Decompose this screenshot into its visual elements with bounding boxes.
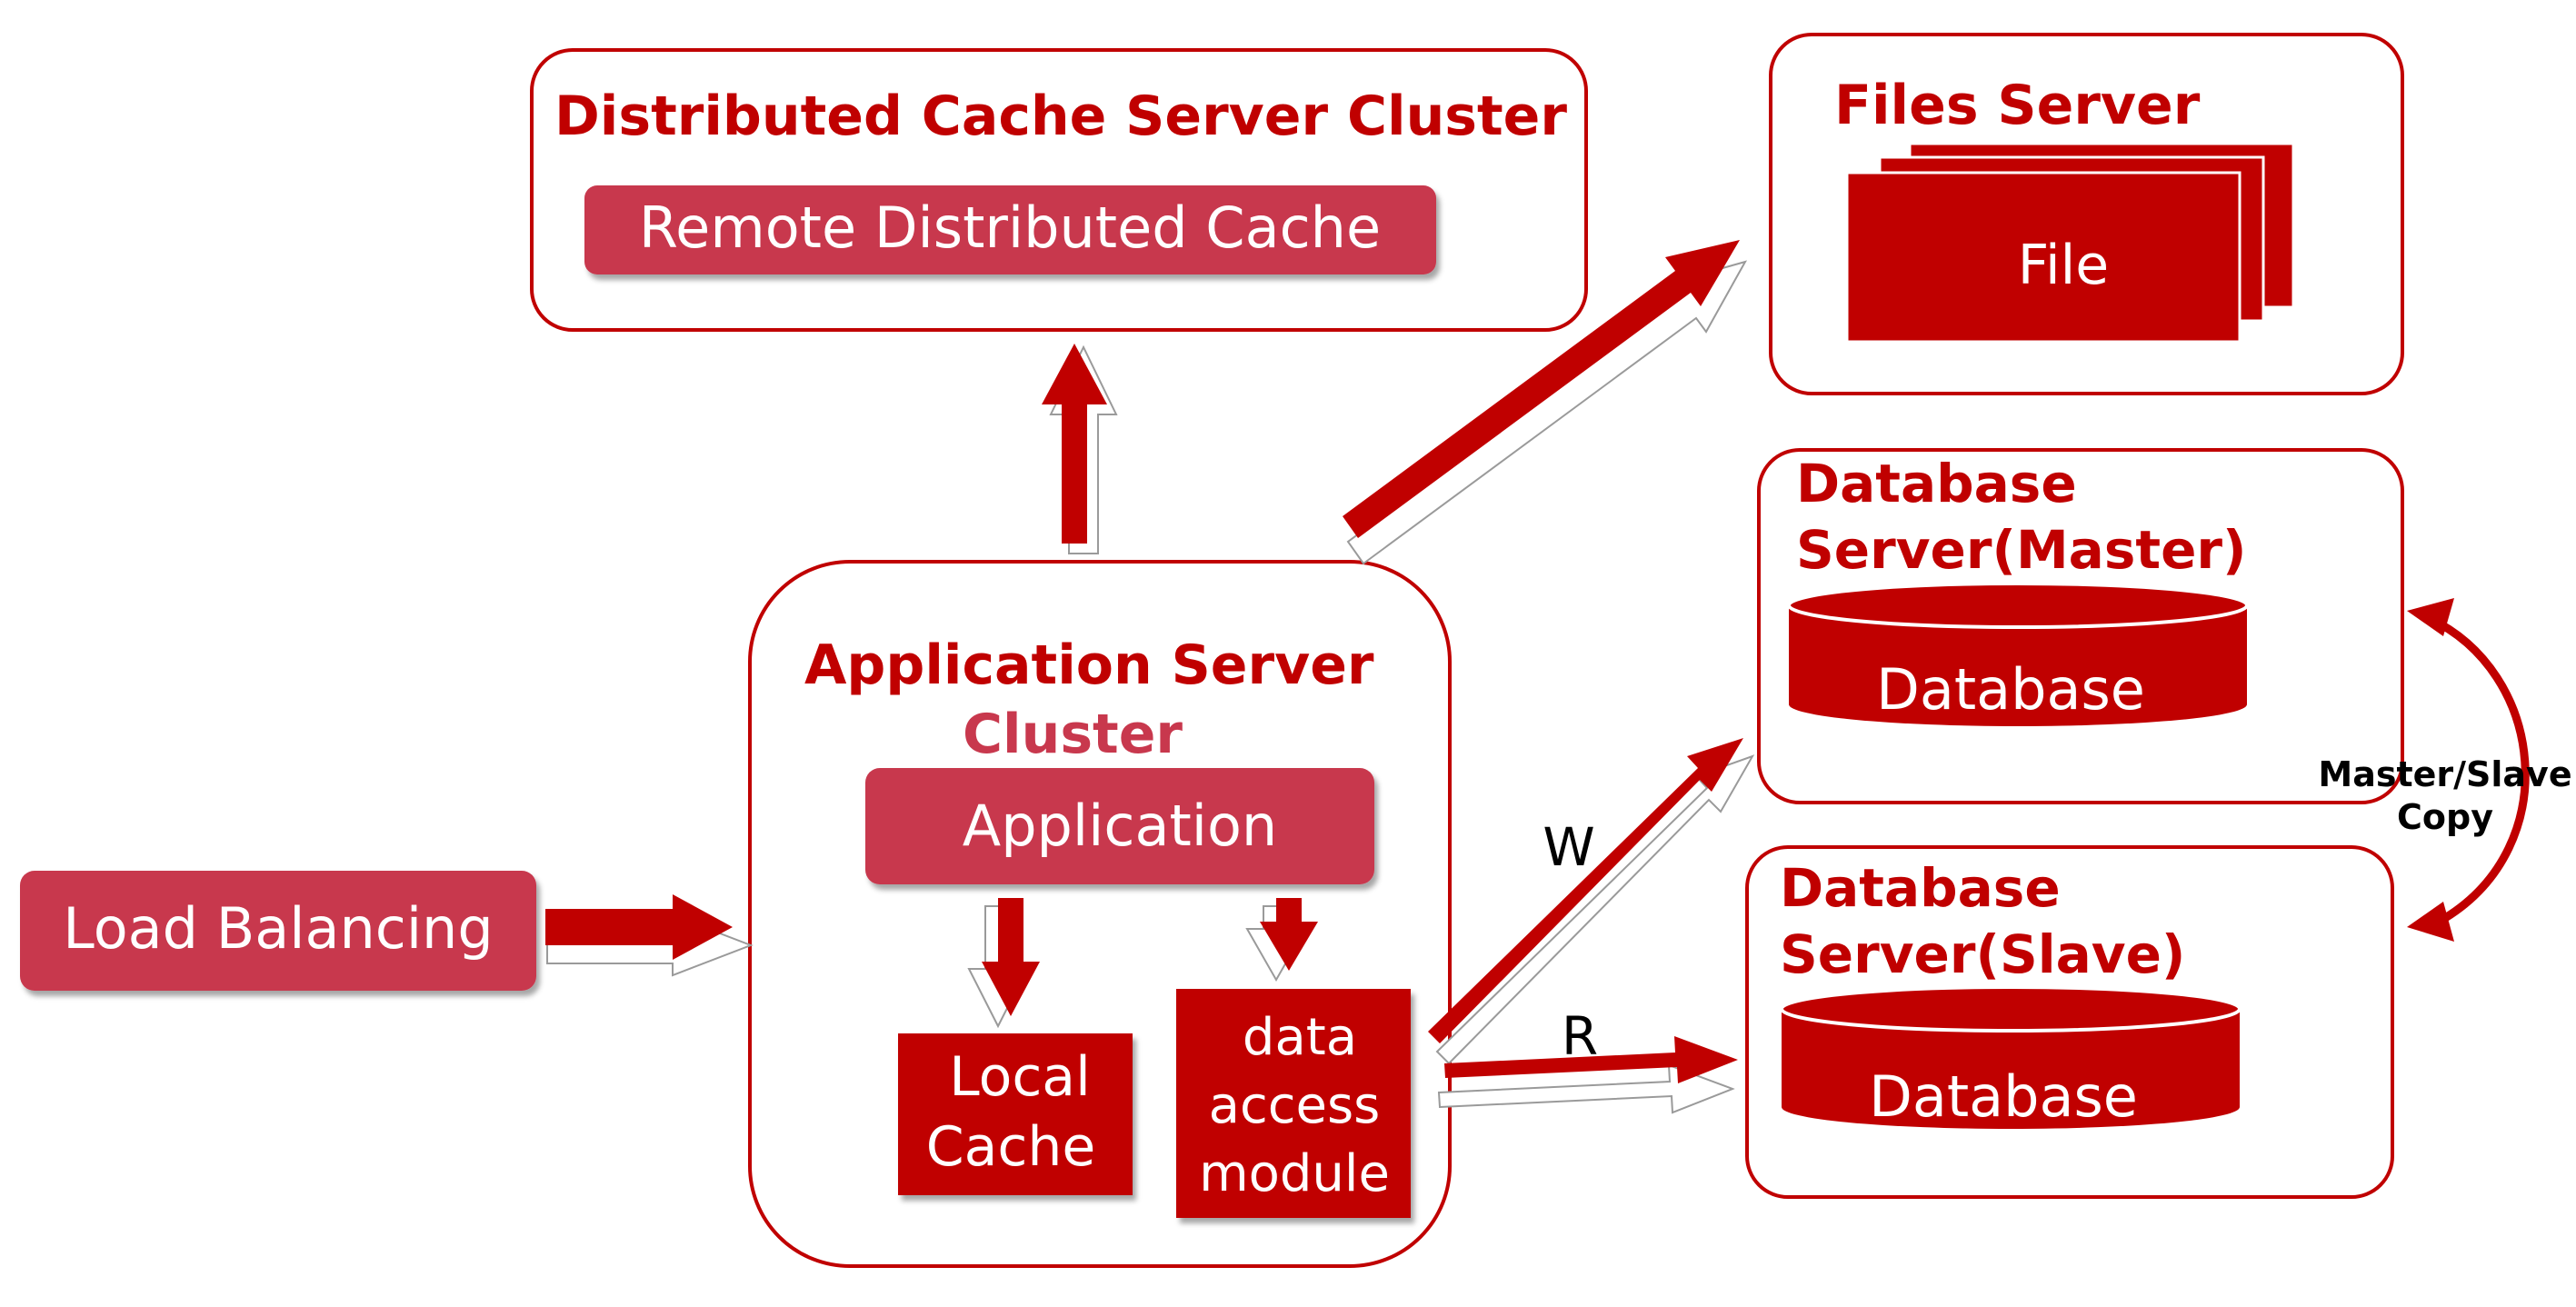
arrow-app-to-files <box>1343 240 1748 565</box>
load-balancing-bg <box>20 871 536 991</box>
read-label: R <box>1562 1005 1598 1067</box>
arrow-write-to-master <box>1428 738 1755 1065</box>
application-server-title-line1: Application Server <box>804 634 1374 697</box>
arrow-write-to-master-shape <box>1428 738 1743 1043</box>
database-master-label: Database <box>1876 656 2145 723</box>
replication-label-line2: Copy <box>2397 797 2493 837</box>
files-server-title: Files Server <box>1834 74 2201 137</box>
arrow-application-to-local-cache-shape <box>982 898 1040 1016</box>
local-cache-label-line1: Local <box>949 1045 1091 1109</box>
file-label: File <box>2018 234 2109 297</box>
master-slave-replication: Master/Slave Copy <box>2318 598 2572 942</box>
data-access-module-box: data access module <box>1176 989 1411 1218</box>
distributed-cache-cluster: Distributed Cache Server Cluster Remote … <box>530 48 1588 332</box>
data-access-module-label-line3: module <box>1199 1144 1390 1203</box>
local-cache-label-line2: Cache <box>926 1115 1096 1179</box>
arrow-read-to-slave-shadow <box>1437 1063 1735 1114</box>
arrow-application-to-local-cache <box>967 898 1040 1029</box>
write-label: W <box>1543 816 1594 878</box>
arrow-app-to-cache <box>1042 344 1118 554</box>
files-server: Files Server File <box>1769 33 2404 395</box>
database-master-title-line2: Server(Master) <box>1796 519 2247 581</box>
arrow-application-to-data-access-shape <box>1260 898 1318 971</box>
load-balancing-pill: Load Balancing <box>20 871 536 991</box>
replication-arrowhead-top <box>2407 598 2454 636</box>
data-access-module-label-line2: access <box>1209 1076 1381 1135</box>
local-cache-box: Local Cache <box>898 1033 1133 1195</box>
local-cache-bg <box>898 1033 1133 1195</box>
replication-label-line1: Master/Slave <box>2318 754 2571 794</box>
database-master-server: Database Server(Master) Database <box>1757 448 2404 804</box>
database-slave-cylinder-body <box>1782 1009 2240 1129</box>
application-label: Application <box>963 793 1277 859</box>
remote-distributed-cache-pill: Remote Distributed Cache <box>584 185 1436 274</box>
database-master-cylinder-body <box>1789 605 2247 726</box>
distributed-cache-cluster-title: Distributed Cache Server Cluster <box>554 85 1567 148</box>
database-slave-title-line2: Server(Slave) <box>1780 923 2185 985</box>
file-stack-front <box>1845 171 2242 344</box>
application-server-title-line2: Cluster <box>963 703 1183 766</box>
replication-arc <box>2427 614 2530 922</box>
data-access-module-bg <box>1176 989 1411 1218</box>
database-master-title-line1: Database <box>1796 453 2077 514</box>
arrow-application-to-data-access <box>1245 898 1318 983</box>
arrow-read-to-slave-shape <box>1444 1036 1738 1083</box>
arrow-app-to-cache-shape <box>1042 344 1107 544</box>
database-slave-label: Database <box>1869 1063 2138 1130</box>
file-stack: File <box>1845 142 2295 344</box>
arrow-app-to-files-shape <box>1343 240 1740 538</box>
database-slave-server: Database Server(Slave) Database <box>1745 845 2394 1199</box>
database-slave-cylinder-top <box>1780 985 2242 1033</box>
data-access-module-label-line1: data <box>1243 1008 1357 1067</box>
arrow-read-to-slave <box>1437 1036 1738 1114</box>
remote-distributed-cache-label: Remote Distributed Cache <box>639 195 1381 261</box>
database-slave-cylinder: Database <box>1780 985 2242 1130</box>
database-slave-title-line1: Database <box>1780 857 2061 919</box>
load-balancing-label: Load Balancing <box>63 895 493 962</box>
arrow-load-balancing-to-app <box>545 894 754 977</box>
application-pill-bg <box>865 768 1374 884</box>
database-master-cylinder: Database <box>1787 582 2249 726</box>
application-pill: Application <box>865 768 1374 884</box>
application-server-cluster: Application Server Cluster Application L… <box>748 560 1452 1268</box>
database-master-cylinder-top <box>1787 582 2249 629</box>
arrow-load-balancing-to-app-shape <box>545 894 733 960</box>
replication-arrowhead-bottom <box>2407 902 2454 942</box>
remote-distributed-cache-bg <box>584 185 1436 274</box>
